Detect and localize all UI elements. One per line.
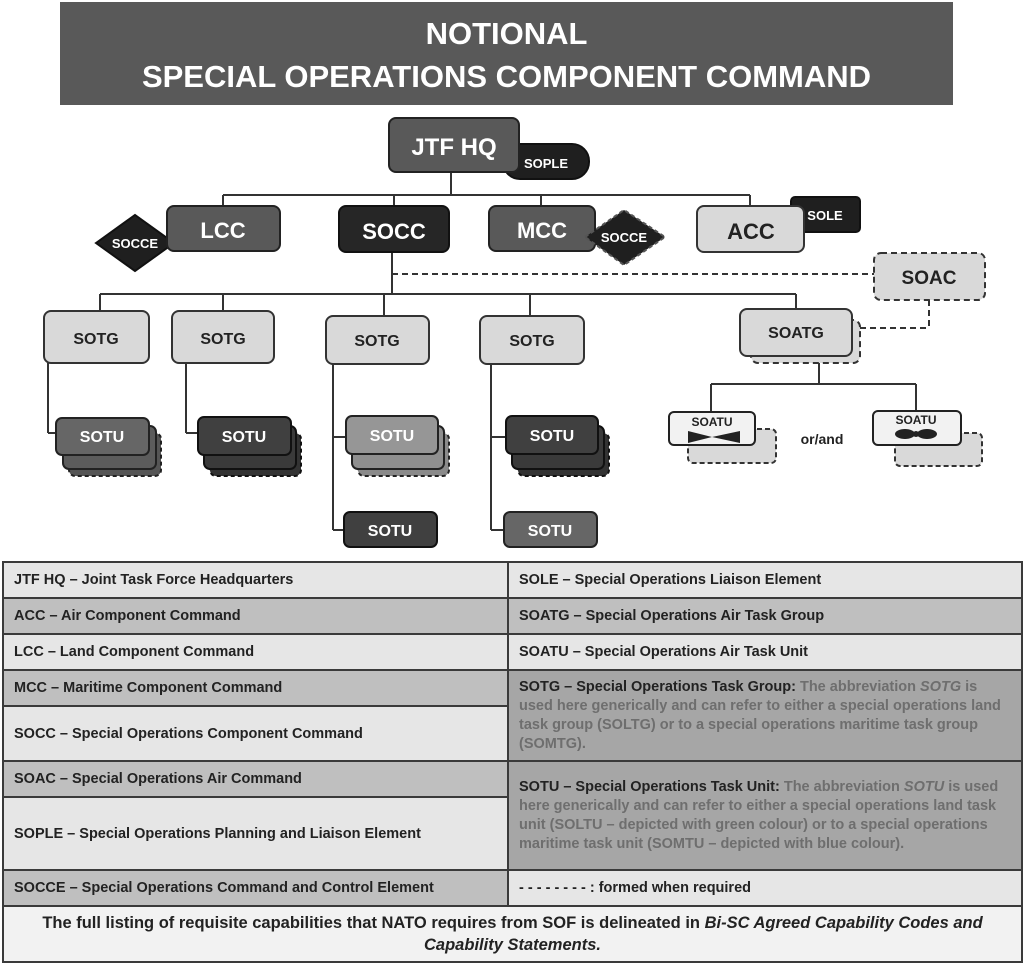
fixed-wing-icon [688,431,712,443]
acc-node: ACC [696,205,805,253]
note-text: The abbreviation [799,678,916,695]
legend-soac: SOAC – Special Operations Air Command [1,760,510,798]
legend-footer: The full listing of requisite capabiliti… [2,905,1023,963]
sotu-label: SOTU [368,523,412,540]
soatu-label: SOATU [691,415,732,429]
sotg-label: SOTG [200,331,245,348]
legend-sotg: SOTG – Special Operations Task Group: Th… [507,669,1023,762]
sole-node: SOLE [790,196,861,233]
dashed-connectors [392,273,930,329]
sotu-node: SOTU [343,511,438,548]
sole-label: SOLE [807,208,843,223]
soac-label: SOAC [902,268,957,289]
legend-row: MCC – Maritime Component Command SOTG – … [1,669,1023,762]
sotu-label: SOTU [528,523,572,540]
note-text: is used here generically and can refer t… [519,778,999,852]
soac-node: SOAC [873,252,986,301]
legend-sople: SOPLE – Special Operations Planning and … [1,796,510,871]
note-text: is used here generically and can refer t… [519,678,1001,752]
title-line-2: SPECIAL OPERATIONS COMPONENT COMMAND [141,59,872,94]
soatu-node: SOATU [872,410,983,467]
sotu-label: SOTU [222,429,266,446]
legend-sotg-note: The abbreviation SOTG is used here gener… [519,679,1001,752]
legend-sotg-term: SOTG – Special Operations Task Group: [519,678,796,695]
legend-footer-row: The full listing of requisite capabiliti… [2,905,1023,963]
sotu-stack: SOTU [55,417,162,477]
legend-socce: SOCCE – Special Operations Command and C… [1,869,510,907]
jtf-hq-node: JTF HQ [388,117,520,173]
sotu-label: SOTU [530,428,574,445]
sotg-node: SOTG [43,310,150,364]
legend-sotu-note: The abbreviation SOTU is used here gener… [519,779,998,852]
lcc-label: LCC [200,218,245,243]
legend-soatg: SOATG – Special Operations Air Task Grou… [507,597,1023,635]
legend-jtf-hq: JTF HQ – Joint Task Force Headquarters [1,561,510,599]
sotu-node: SOTU [503,511,598,548]
legend-row: ACC – Air Component Command SOATG – Spec… [1,597,1023,635]
note-abbr: SOTG [920,678,962,695]
sotg-node: SOTG [479,315,585,365]
soatg-node: SOATG [739,308,861,364]
or-and-label: or/and [801,431,844,447]
footer-italic-text: Bi-SC Agreed Capability Codes and Capabi… [424,914,983,954]
mcc-node: MCC [488,205,596,252]
mcc-label: MCC [517,218,567,243]
legend-row: JTF HQ – Joint Task Force Headquarters S… [1,561,1023,599]
sotu-label: SOTU [80,429,124,446]
legend-acc: ACC – Air Component Command [1,597,510,635]
legend-sotu: SOTU – Special Operations Task Unit: The… [507,760,1023,871]
soatg-label: SOATG [768,325,824,342]
legend-soatu: SOATU – Special Operations Air Task Unit [507,633,1023,671]
sotg-label: SOTG [73,331,118,348]
legend-socc: SOCC – Special Operations Component Comm… [1,705,510,762]
sotg-node: SOTG [171,310,275,364]
legend-mcc: MCC – Maritime Component Command [1,669,510,707]
legend-table: JTF HQ – Joint Task Force Headquarters S… [1,561,1023,963]
note-abbr: SOTU [903,778,945,795]
legend-row: SOPLE – Special Operations Planning and … [1,796,1022,871]
sotg-node: SOTG [325,315,430,365]
title-line-1: NOTIONAL [425,16,588,51]
note-text: The abbreviation [783,778,900,795]
sotg-label: SOTG [354,333,399,350]
legend-sotu-term: SOTU – Special Operations Task Unit: [519,778,780,795]
rotary-wing-icon [895,429,937,439]
lcc-node: LCC [166,205,281,252]
diagram-title: NOTIONAL SPECIAL OPERATIONS COMPONENT CO… [60,2,953,105]
sotu-label: SOTU [370,428,414,445]
socc-node: SOCC [338,205,450,253]
socce-right-node: SOCCE [583,208,667,267]
soatu-label: SOATU [895,413,936,427]
jtf-hq-label: JTF HQ [411,134,496,161]
socce-left-node: SOCCE [94,213,176,273]
legend-row: SOAC – Special Operations Air Command SO… [1,760,1023,871]
socce-right-label: SOCCE [601,230,648,245]
sotu-stack: SOTU [505,415,610,477]
legend-dashed: - - - - - - - - : formed when required [507,869,1023,907]
connector-lines [47,172,917,531]
legend-row: LCC – Land Component Command SOATU – Spe… [1,633,1023,671]
footer-text: The full listing of requisite capabiliti… [42,914,700,932]
legend-row: SOCCE – Special Operations Command and C… [1,869,1023,907]
legend-row: SOCC – Special Operations Component Comm… [1,705,1022,762]
org-chart: SOPLE JTF HQ SOCCE LCC SOCC MCC SOCCE SO… [43,117,986,548]
legend-lcc: LCC – Land Component Command [1,633,510,671]
socce-left-label: SOCCE [112,236,159,251]
sotu-stack: SOTU [345,415,450,477]
socc-label: SOCC [362,219,426,244]
legend-sole: SOLE – Special Operations Liaison Elemen… [507,561,1023,599]
soatu-node: SOATU [668,411,777,464]
acc-label: ACC [727,219,775,244]
sotg-label: SOTG [509,333,554,350]
sople-label: SOPLE [524,156,568,171]
sotu-stack: SOTU [197,416,302,477]
sople-node: SOPLE [502,143,590,180]
